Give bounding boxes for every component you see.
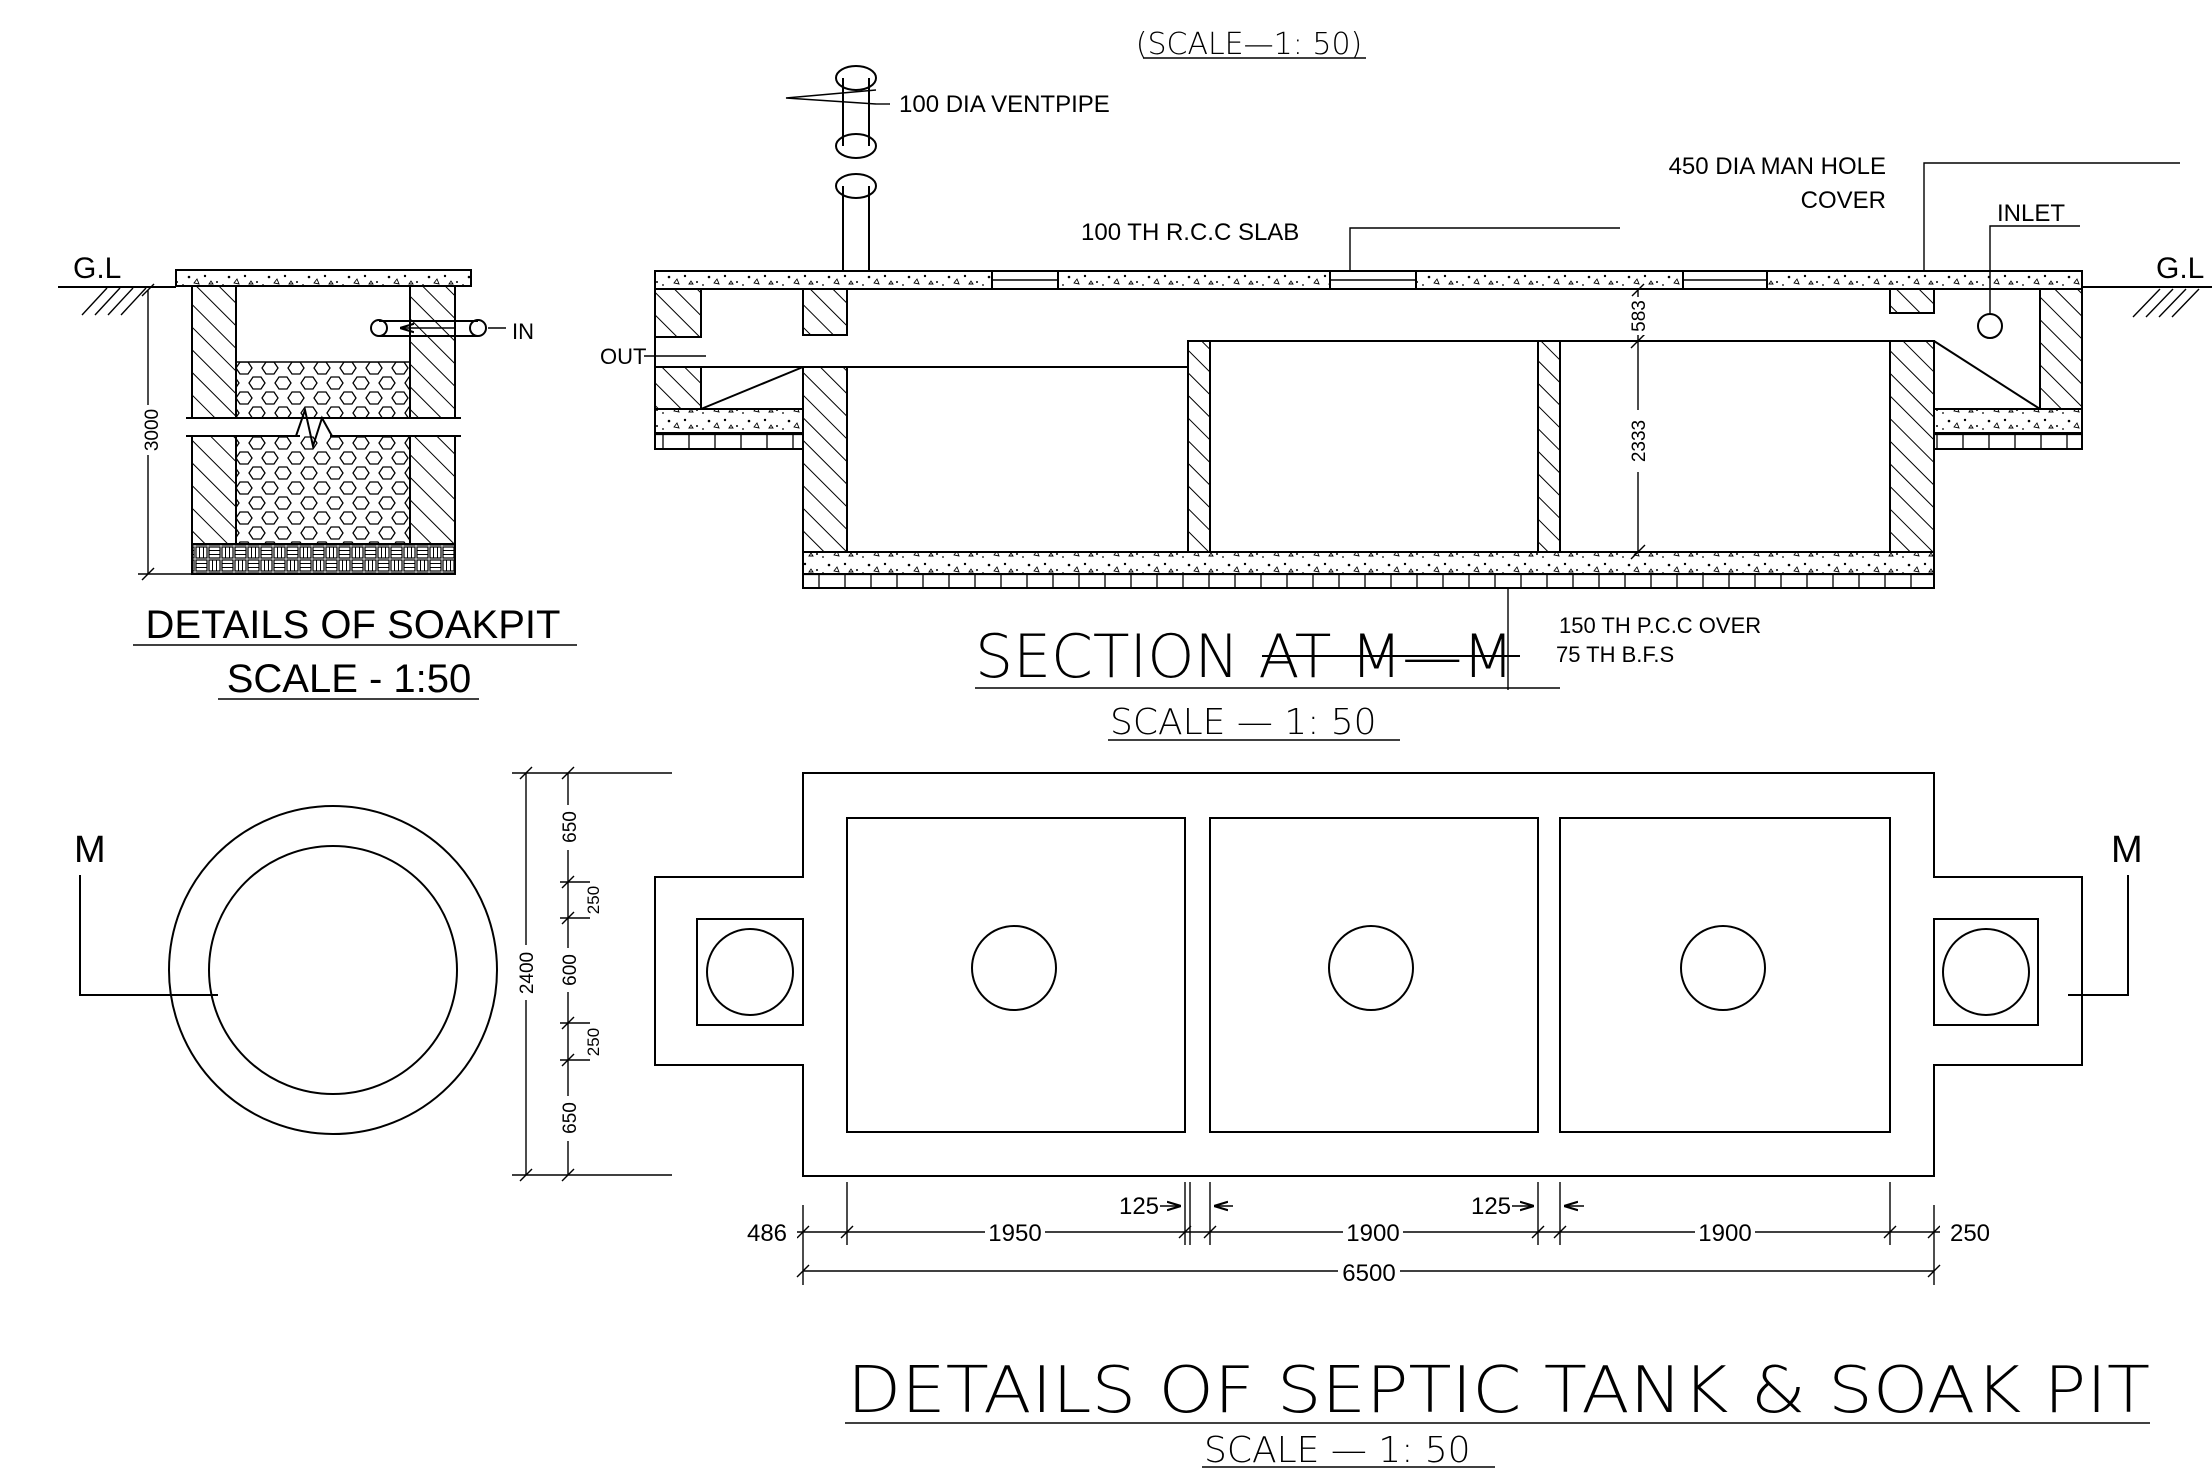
ventpipe-label: 100 DIA VENTPIPE [899,91,1110,118]
outlet-chamber-wall-lower [654,366,702,410]
top-scale-label: (SCALE—1: 50) [1136,27,1363,62]
dim-583: 583 [1629,300,1650,332]
plan-dim-1950: 1950 [988,1220,1041,1247]
inlet-pipe-symbol [1977,313,2003,339]
inlet-chamber-floor [1933,408,2083,434]
rcc-slab-label: 100 TH R.C.C SLAB [1081,219,1299,246]
tank-partition-1 [1187,340,1211,553]
manhole-plan-2 [1328,925,1414,1011]
soakpit-filter-media [235,361,411,545]
soakpit-break-symbol [295,406,333,450]
plan-dim-486: 486 [747,1220,787,1247]
outlet-benching [700,366,804,410]
rcc-slab-leader [1349,227,1620,271]
outlet-chamber-wall-upper [654,288,702,338]
tank-right-wall-top [1889,288,1935,314]
plan-dim-125-right: 125 [1471,1193,1511,1220]
soakpit-scale: SCALE - 1:50 [227,657,472,701]
pcc-label-line2: 75 TH B.F.S [1556,642,1674,667]
manhole-plan-3 [1680,925,1766,1011]
plan-dim-ticks [796,1182,1941,1285]
plan-dim-250-bottom: 250 [584,1028,603,1056]
soakpit-gl-label: G.L [73,252,121,285]
soakpit-plan: M 2400 650 250 600 250 650 [74,766,672,1182]
section-marker-m-right: M [2111,829,2143,871]
outlet-manhole-plan [706,928,794,1016]
manhole-label-line1: 450 DIA MAN HOLE [1669,153,1886,180]
outlet-label: OUT [600,344,646,369]
outlet-chamber-floor [654,408,804,434]
soakpit-cover-slab [175,269,472,287]
tank-plan-chamber-1 [846,817,1186,1133]
plan-dim-1900-middle: 1900 [1346,1220,1399,1247]
inlet-leader [1989,225,2080,314]
outlet-chamber-base [654,432,804,450]
tank-ground-hatch [2132,288,2200,318]
soakpit-right-wall [409,285,456,545]
tank-right-wall [1889,340,1935,553]
tank-left-wall [802,366,848,553]
soakpit-in-label: IN [512,319,534,344]
plan-dim-2400: 2400 [517,952,538,994]
dim-2333: 2333 [1629,420,1650,462]
section-scale: SCALE — 1: 50 [1110,702,1377,743]
tank-plan: M 486 1950 125 [654,772,2143,1287]
soakpit-title: DETAILS OF SOAKPIT [146,603,561,647]
tank-plan-chamber-2 [1209,817,1539,1133]
section-marker-left [79,875,218,996]
section-marker-right [2068,875,2129,996]
plan-dim-125-left: 125 [1119,1193,1159,1220]
plan-dim-250-top: 250 [584,886,603,914]
main-scale: SCALE — 1: 50 [1204,1430,1471,1471]
plan-dim-650-bottom: 650 [560,1102,581,1134]
plan-dim-6500: 6500 [1342,1260,1395,1287]
soakpit-section: G.L IN 3000 DETAILS OF [58,252,577,701]
inlet-chamber-wall [2039,288,2083,410]
soakpit-plan-outer [168,805,498,1135]
manhole-label-line2: COVER [1801,187,1886,214]
manhole-plan-1 [971,925,1057,1011]
pcc-label-line1: 150 TH P.C.C OVER [1559,613,1761,638]
inlet-label: INLET [1997,200,2065,227]
soakpit-plan-inner [208,845,458,1095]
outlet-chamber-plan [696,918,804,1026]
tank-section: G.L OUT INLET [600,65,2212,743]
tank-plan-chamber-3 [1559,817,1891,1133]
soakpit-base [191,543,456,575]
tank-floor-bfs [802,573,1935,589]
tank-gl-label: G.L [2156,252,2204,285]
tank-left-wall-top [802,288,848,336]
soakpit-depth-label: 3000 [142,409,163,451]
manhole-leader [1923,162,2180,271]
inlet-chamber-base [1933,432,2083,450]
soakpit-ground-hatch [81,287,147,316]
plan-dim-250: 250 [1950,1220,1990,1247]
tank-floor-pcc [802,551,1935,575]
plan-dim-650-top: 650 [560,811,581,843]
soakpit-inlet-pipe [370,319,487,337]
inlet-benching [1933,340,2041,410]
inlet-chamber-plan [1933,918,2039,1026]
inlet-manhole-plan [1942,928,2030,1016]
plan-dim-1900-right: 1900 [1698,1220,1751,1247]
tank-plan-outline [654,772,2083,1177]
tank-partition-2 [1537,340,1561,553]
soakpit-left-wall [191,285,237,545]
vent-pipe [785,65,877,271]
section-marker-m-left: M [74,829,106,871]
main-title: DETAILS OF SEPTIC TANK & SOAK PIT [847,1354,2150,1428]
plan-dim-600: 600 [560,954,581,986]
